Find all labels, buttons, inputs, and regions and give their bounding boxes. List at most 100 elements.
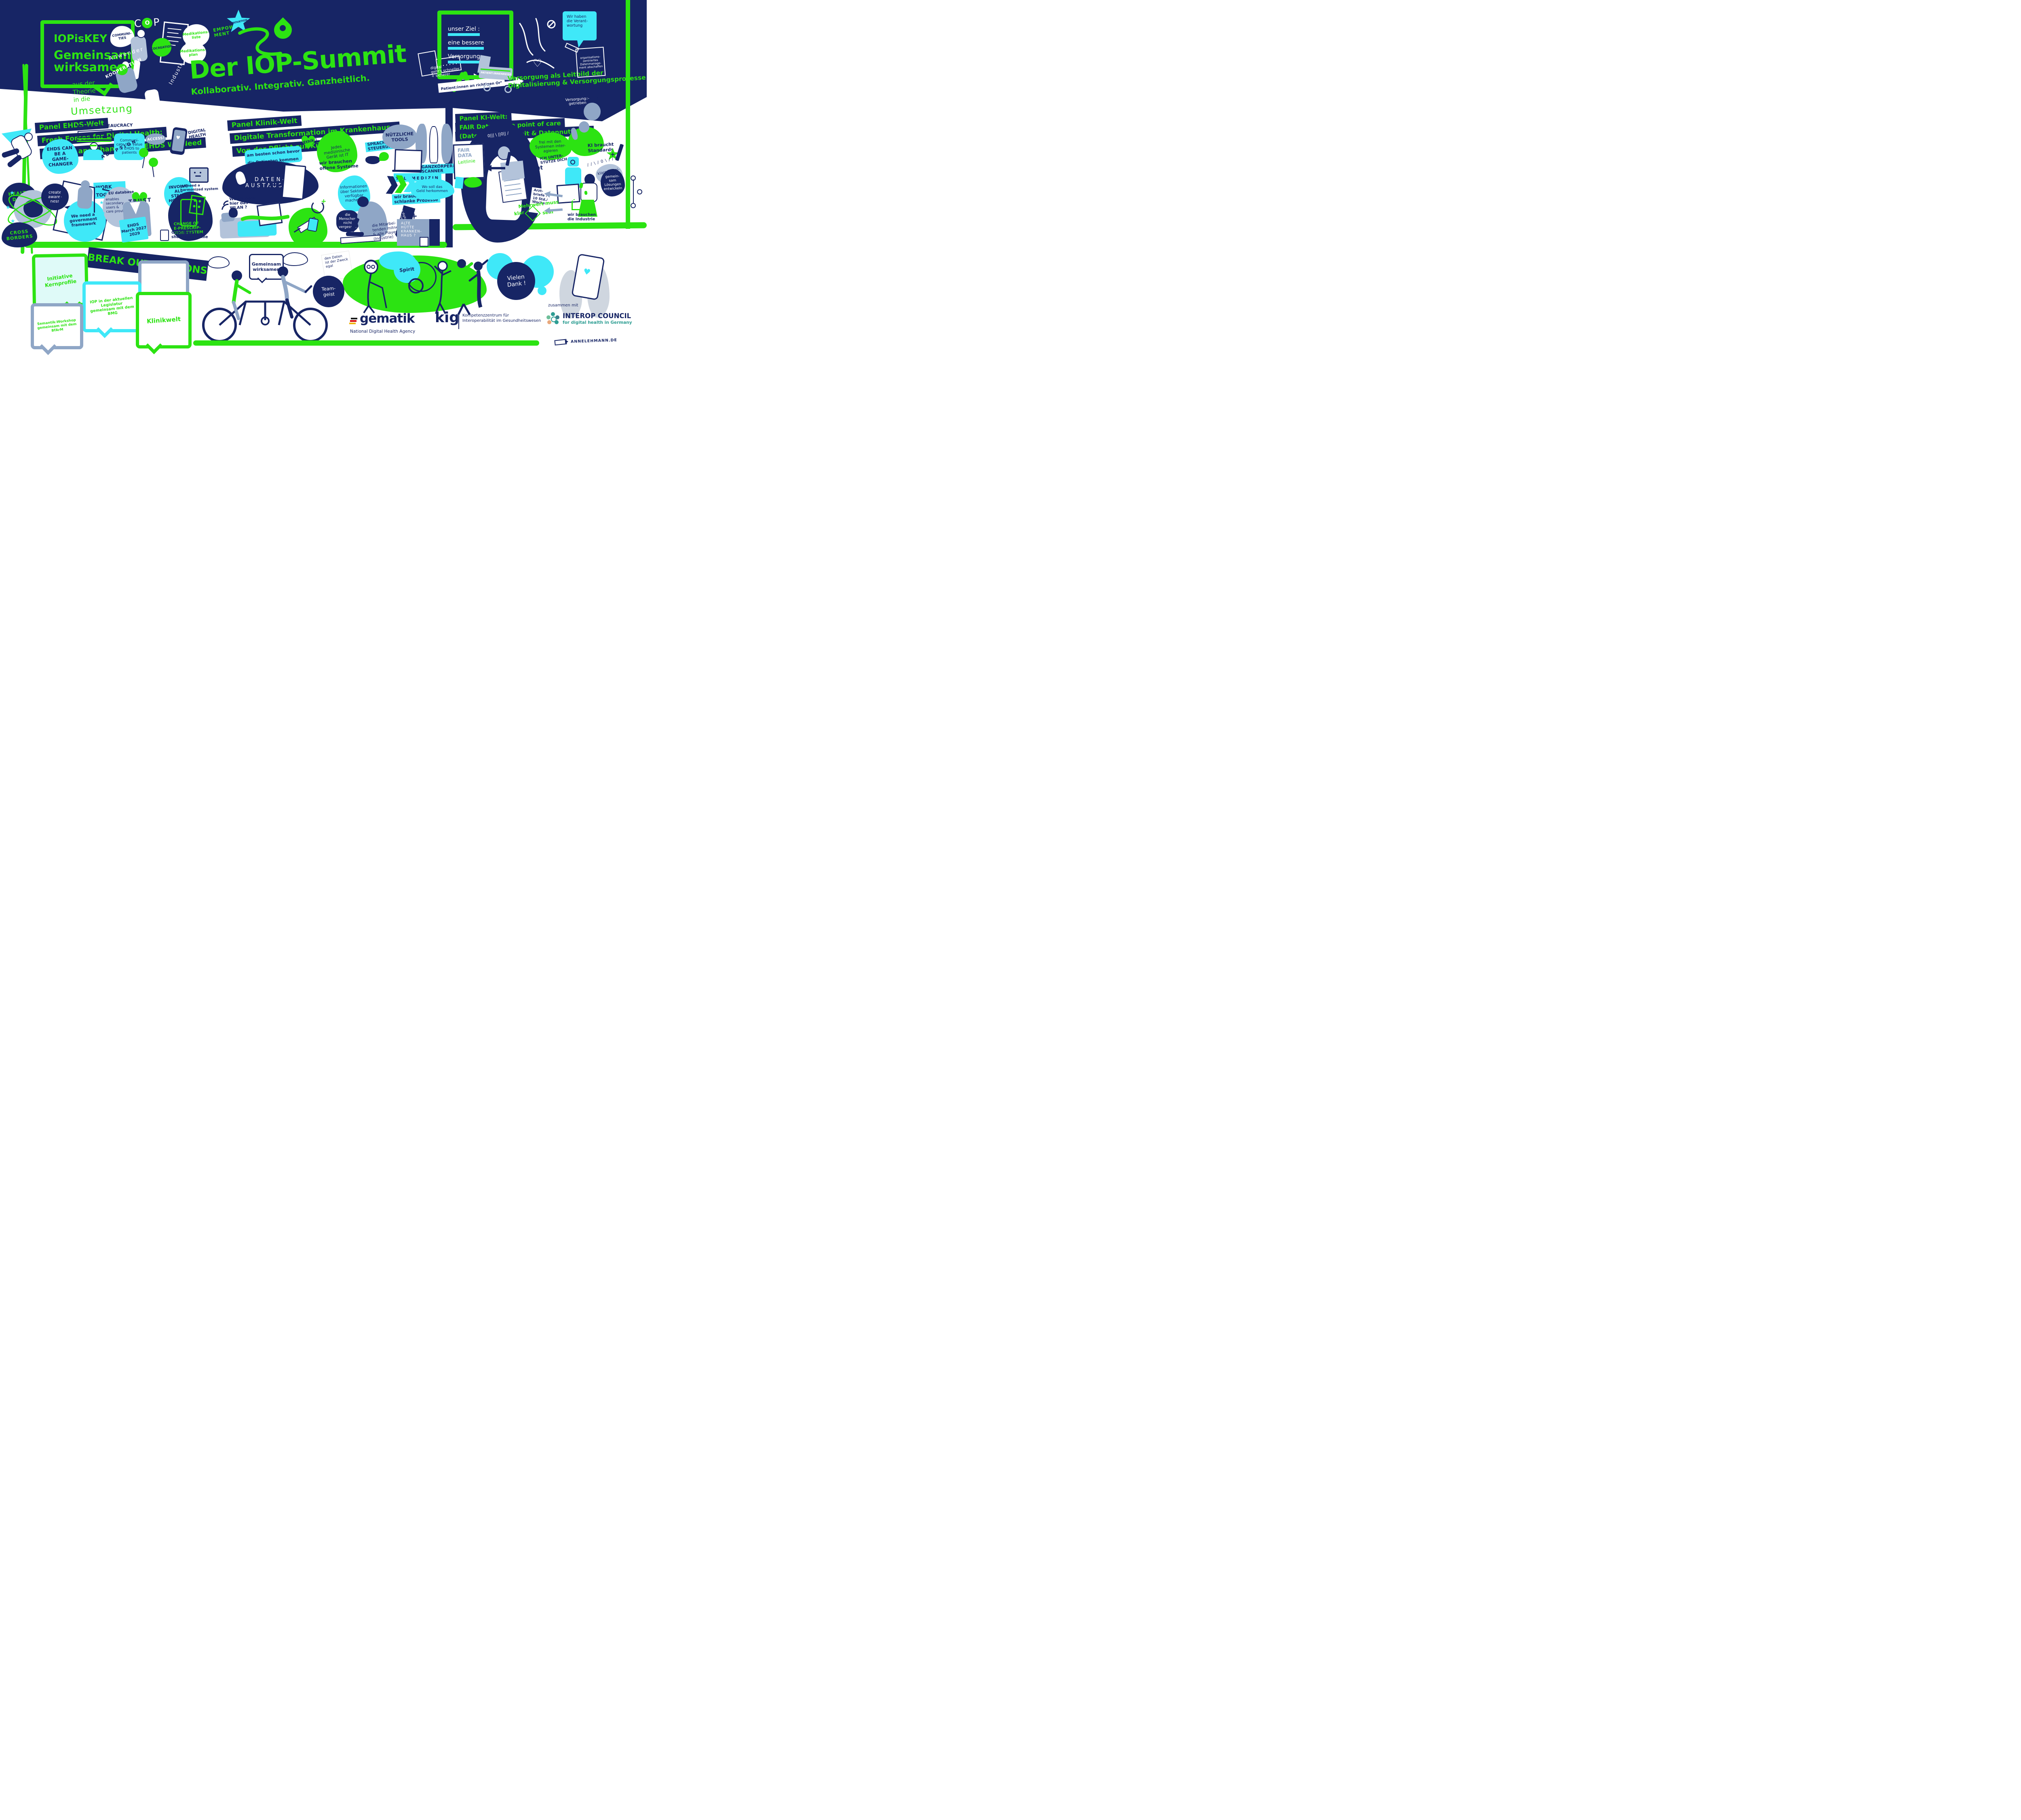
poster: IOPisKEY Gemeinsam wirksamer. aus der Th… [0,0,647,364]
cop-o-disc: O [141,17,153,29]
theory-text: aus der Theorie in die [72,79,96,103]
robot-head [567,157,579,167]
geld-blob: Wo soll das Geld herkommen [410,179,454,200]
org-box-label: organisations- zentriertes Datenmanage- … [579,55,603,70]
kernprofile-label: Initiative Kernprofile [44,272,77,289]
unser-ziel-line3: Versorgung [448,53,480,63]
speech-dot [379,152,389,161]
gemeinsam-label: Gemeinsam wirksamer. [251,262,281,272]
huette-cross: + [411,211,418,221]
semantik-bubble: Semantik-Workshop gemeinsam mit dem BfAr… [31,303,83,349]
astronaut-body [77,186,93,209]
db-star-3: ★ [101,210,105,216]
panel2-title-1: Panel Klinik-Welt [227,115,302,131]
tandem-bike-scene [202,266,328,342]
gemeinsam-bubble: Gemeinsam wirksamer. [249,254,284,280]
teamgeist-label: Team- geist [321,285,336,298]
standards-label: KI braucht Standards [587,141,614,154]
theory-text-2: Umsetzung [70,102,133,118]
fair-green-blob [464,177,482,188]
huette-label: ALTE HÜTTE KRANKEN- HAUS ? [401,222,422,238]
loesungen-label: gemein- sam Lösungen entwickeln [603,174,622,192]
dank-cyan-dot [538,286,546,295]
offene-label: wir brauchen offene Systeme [319,158,359,171]
astronaut-head [81,180,90,189]
reduce-line-2 [77,141,112,142]
bed-wheel-1 [483,84,491,91]
credit-label: ANNELEHMANN.DE [570,338,618,344]
kooperation-disc [116,64,128,75]
stethoscope-doodle [311,201,324,213]
pill-blister [188,194,206,215]
dank-circle: Vielen Dank ! [497,262,535,300]
geraet-label: Jedes medizinische Gerät ist IT [323,144,351,160]
harmonized-label: we need a harmonized system [180,183,219,192]
network-line [633,179,634,204]
unser-ziel-line2: eine bessere [448,40,484,50]
old-man-figure [363,260,387,314]
huette-wall [429,219,440,246]
zweck-label: den Daten ist der Zweck egal [324,254,348,269]
balloon-2 [149,158,158,167]
astronaut-flagpole [94,188,95,213]
verantwortung-label: Wir haben die Verant- wortung [567,15,588,28]
praying-head [579,121,589,133]
frei-label: frei mit den Systemen inter- agieren [535,139,566,154]
bed-wheel-2 [504,86,512,93]
org-box: organisations- zentriertes Datenmanage- … [575,46,606,78]
communicate-label: Communi- cate the value of EHDS to patie… [116,139,143,155]
iop-key-subtitle: Gemeinsam wirksamer. [54,48,131,74]
industrie-label-3: wir brauchen die Industrie [567,213,596,222]
interop-sub: for digital health in Germany [563,320,632,325]
woman-skirt [578,200,597,217]
game-changer-bubble: EHDS CAN BE A GAME- CHANGER [42,139,78,174]
hero-head [24,133,33,141]
zusammen-mit-label: zusammen mit [548,303,578,308]
legislatur-bubble: IOP in der aktuellen Legislatur gemeinsa… [82,281,141,332]
right-border-line [626,0,630,229]
klinikwelt-bubble: Klinikwelt [136,292,192,348]
microscope-base [346,232,364,236]
scanner-right [441,124,453,163]
semantik-label: Semantik-Workshop gemeinsam mit dem BfAr… [37,318,77,333]
acrobat-top-head [137,29,146,38]
db-star-1: ★ [101,189,105,195]
communicate-box: Communi- cate the value of EHDS to patie… [114,133,145,160]
kernprofile-bubble: Initiative Kernprofile [32,253,89,307]
kig-sub: Kompetenzzentrum für Interoperabilität i… [462,313,541,323]
cloud-doodle-1 [208,256,230,268]
teamgeist-circle: Team- geist [313,276,344,307]
balloon-1 [139,148,148,157]
tools-label: NÜTZLICHE TOOLS [385,131,414,143]
location-pin-hole [280,25,286,31]
crown-figure-head [584,103,601,120]
panel12-underline [24,242,447,248]
interop-wordmark: INTEROP COUNCIL [563,312,631,320]
cop-label: C O P [134,16,160,30]
eu-map [23,200,43,217]
spirit-ring [408,278,424,293]
green-wave [241,215,289,221]
reduce-person-body [83,150,103,160]
geld-label: Wo soll das Geld herkommen [416,185,448,193]
folder-doodle [281,164,306,200]
scanner-person [429,126,438,163]
fair-cyan-tag [454,177,464,189]
ehds-book-label: EHDS March 2027 2029 [121,222,147,237]
network-dot-2 [637,189,642,194]
government-label: We need a government framework [69,212,97,228]
heart-doodle: ♡ [533,57,542,70]
reduce-line-1 [77,138,112,139]
access-label: ACCESS! [147,136,165,142]
kig-wordmark: kig [435,310,460,326]
interop-flower-icon [546,312,559,325]
dank-label: Vielen Dank ! [506,273,526,289]
challenge-label: Challenge : short time frame [171,230,208,239]
verantwortung-bubble: Wir haben die Verant- wortung [563,11,597,40]
hands-doodle [519,18,556,69]
lips-doodle [365,156,380,164]
balloon-string-2 [152,166,154,177]
telemed-laptop [394,149,422,173]
game-changer-label: EHDS CAN BE A GAME- CHANGER [46,145,73,168]
astronaut-flag [95,188,102,192]
